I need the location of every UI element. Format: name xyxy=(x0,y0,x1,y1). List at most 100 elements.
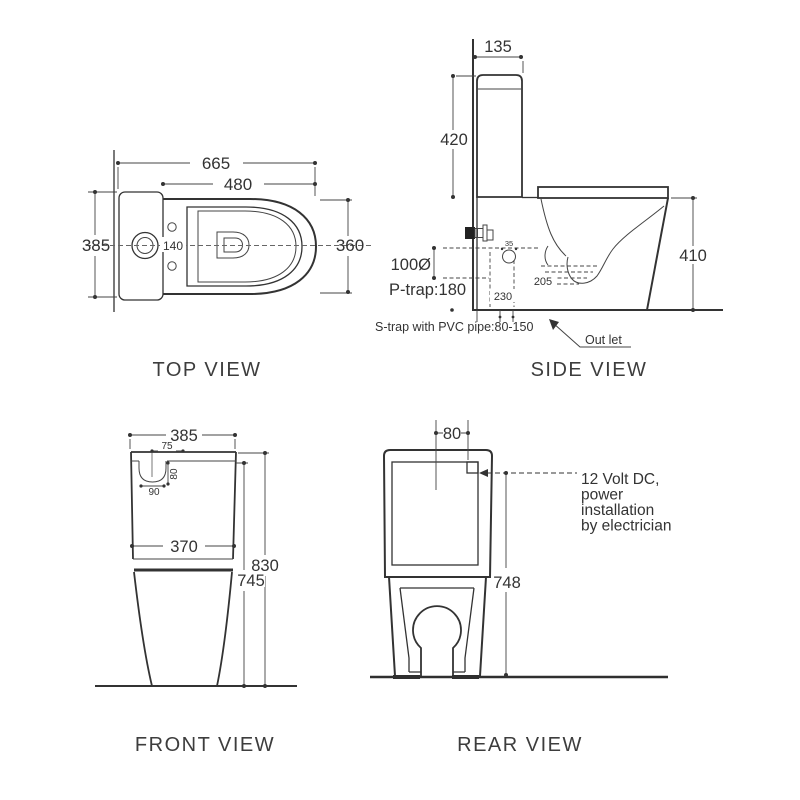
side-inlet-circle xyxy=(502,249,516,264)
side-dim-100: 100Ø xyxy=(391,246,436,280)
dim-line xyxy=(473,56,524,73)
power-note-line-2: power xyxy=(581,487,623,504)
rear-dim-748: 748 xyxy=(493,471,521,677)
dim-line xyxy=(452,75,476,197)
top-seat-inner xyxy=(197,210,297,283)
front-dim-830: 830 xyxy=(238,451,279,688)
side-weir-curve xyxy=(544,245,549,266)
dim-tick xyxy=(263,451,267,455)
top-dim-480: 480 xyxy=(161,175,317,194)
side-dim-205: 205 xyxy=(531,274,556,288)
dim-line xyxy=(320,199,352,294)
dim-line xyxy=(88,191,117,298)
dim-line xyxy=(117,162,316,196)
dim-text-360: 360 xyxy=(336,236,364,255)
dim-tick xyxy=(432,246,436,250)
callout-arrowhead xyxy=(479,469,488,477)
dim-tick xyxy=(128,433,132,437)
dim-text-80: 80 xyxy=(443,425,461,443)
dim-text-75: 75 xyxy=(161,441,173,452)
dim-tick xyxy=(434,431,438,435)
top-dim-140: 140 xyxy=(160,237,186,253)
dim-text-80: 80 xyxy=(169,468,180,480)
top-cistern-outline xyxy=(118,191,164,301)
top-seat-bolt-lower xyxy=(167,261,177,271)
side-outlet-callout: Out let xyxy=(549,319,631,348)
side-seat-slab xyxy=(537,186,669,199)
dim-tick xyxy=(504,673,508,677)
dim-text-480: 480 xyxy=(224,175,252,194)
callout-text-outlet: Out let xyxy=(585,333,622,347)
side-dim-420: 420 xyxy=(440,74,476,199)
rear-inner-trapezoid xyxy=(399,587,475,673)
dim-tick xyxy=(691,308,695,312)
dim-tick xyxy=(233,433,237,437)
dim-text-748: 748 xyxy=(493,574,521,592)
front-pedestal-right xyxy=(216,571,233,687)
callout-leader-line xyxy=(552,322,631,348)
dim-text-420: 420 xyxy=(440,131,468,149)
dim-tick xyxy=(116,161,120,165)
top-dim-360: 360 xyxy=(320,198,364,294)
dim-tick xyxy=(313,161,317,165)
dim-tick xyxy=(93,190,97,194)
top-seat-bolt-upper xyxy=(167,222,177,232)
dim-tick xyxy=(346,290,350,294)
dim-tick xyxy=(514,247,518,251)
dim-text-205: 205 xyxy=(534,276,552,288)
front-pedestal-left xyxy=(133,571,153,687)
top-view-label: TOP VIEW xyxy=(152,359,261,381)
front-dim-370: 370 xyxy=(130,538,236,556)
top-bowl-outline xyxy=(163,198,318,295)
side-view-label: SIDE VIEW xyxy=(531,359,648,381)
side-dim-35: 35 xyxy=(500,239,518,251)
dim-text-90: 90 xyxy=(148,487,160,498)
dim-tick xyxy=(162,484,166,488)
rear-outlet-keyhole xyxy=(412,605,462,677)
dim-text-135: 135 xyxy=(484,38,512,56)
front-dim-75: 75 xyxy=(150,441,185,453)
top-flush-outline-outer xyxy=(216,231,250,259)
top-view-drawing: 665 480 385 360 140 TOP VIEW xyxy=(82,150,372,381)
rear-dim-80: 80 xyxy=(434,420,470,490)
rear-tank-panel xyxy=(391,461,479,566)
dim-tick xyxy=(93,295,97,299)
valve-flange xyxy=(482,224,488,242)
dim-text-35: 35 xyxy=(505,239,513,248)
dim-tick xyxy=(181,449,185,453)
dim-tick xyxy=(166,482,170,486)
dim-tick xyxy=(242,461,246,465)
dim-text-100: 100Ø xyxy=(391,256,432,274)
side-strap-note: S-trap with PVC pipe:80-150 xyxy=(375,320,533,334)
dim-text-830: 830 xyxy=(251,557,279,575)
dim-tick xyxy=(500,247,504,251)
side-dim-135: 135 xyxy=(473,38,524,73)
front-view-label: FRONT VIEW xyxy=(135,734,275,756)
callout-arrowhead xyxy=(549,319,559,330)
front-dim-90: 90 xyxy=(139,484,166,498)
dim-text-230: 230 xyxy=(494,291,512,303)
dim-text-ptrap: P-trap:180 xyxy=(389,281,466,299)
dim-tick xyxy=(451,74,455,78)
side-dim-410: 410 xyxy=(671,196,707,312)
dim-line xyxy=(435,420,469,490)
rear-power-inlet-box xyxy=(466,461,479,474)
dim-line xyxy=(129,434,236,449)
side-pedestal-front-slope xyxy=(646,197,669,311)
front-notch-outline xyxy=(138,461,167,483)
dim-tick xyxy=(139,484,143,488)
top-dim-665: 665 xyxy=(116,154,317,196)
dim-tick xyxy=(346,198,350,202)
valve-cap xyxy=(486,229,494,241)
dim-tick xyxy=(242,684,246,688)
dim-tick xyxy=(511,315,515,319)
front-view-drawing: 385 75 80 90 370 xyxy=(95,427,297,756)
dim-text-385: 385 xyxy=(82,236,110,255)
dim-text-410: 410 xyxy=(679,247,707,265)
rear-view-label: REAR VIEW xyxy=(457,734,583,756)
front-dim-745: 745 xyxy=(236,461,265,688)
dim-tick xyxy=(130,544,134,548)
dim-text-bg xyxy=(490,289,515,302)
side-water-inlet-valve xyxy=(465,224,494,242)
